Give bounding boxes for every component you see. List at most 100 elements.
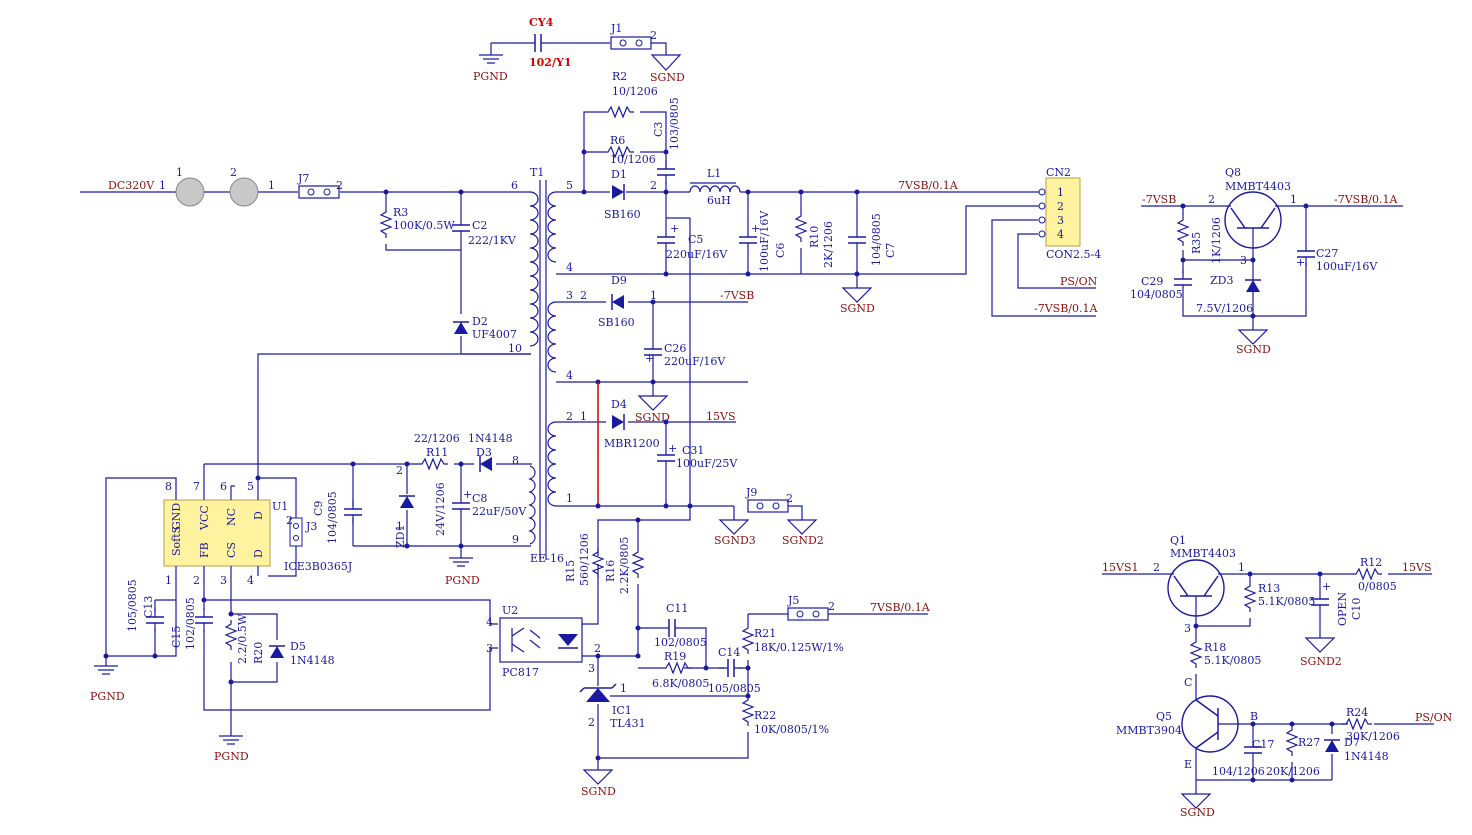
svg-text:SGND: SGND — [635, 411, 670, 424]
l1-inductor: L1 6uH — [689, 167, 741, 207]
r19-value: 6.8K/0805 — [652, 677, 709, 690]
ic1-ref: IC1 — [612, 704, 632, 717]
c5-capacitor: + C5 220uF/16V — [656, 192, 728, 274]
u1-ref: U1 — [272, 500, 288, 513]
c14-value: 105/0805 — [708, 682, 761, 695]
d2-ref: D2 — [472, 315, 488, 328]
cy4-y-capacitor: CY4 102/Y1 — [491, 16, 610, 69]
r2-ref: R2 — [612, 70, 627, 83]
c31-ref: C31 — [682, 444, 704, 457]
c27-ref: C27 — [1316, 247, 1338, 260]
15vs-net-label: 15VS — [706, 410, 735, 423]
u2-value: PC817 — [502, 666, 539, 679]
c17-value: 104/1206 — [1212, 765, 1265, 778]
c5-ref: C5 — [688, 233, 703, 246]
svg-text:D: D — [252, 549, 265, 558]
r27-value: 20K/1206 — [1266, 765, 1320, 778]
q1-value: MMBT4403 — [1170, 547, 1236, 560]
svg-text:3: 3 — [588, 662, 595, 675]
m7vsb-net-label: -7VSB — [720, 289, 754, 302]
svg-text:+: + — [670, 222, 679, 235]
svg-text:4: 4 — [566, 369, 573, 382]
svg-text:PGND: PGND — [214, 750, 249, 763]
d4-diode: D4 MBR1200 1 15VS — [556, 398, 736, 450]
cy4-value: 102/Y1 — [529, 56, 572, 69]
svg-text:1: 1 — [165, 574, 172, 587]
q5-ref: Q5 — [1156, 710, 1172, 723]
fuse-pad-2 — [229, 177, 259, 207]
d2-value: UF4007 — [472, 328, 517, 341]
u1-value: ICE3B0365J — [284, 560, 352, 573]
svg-text:2: 2 — [650, 29, 657, 42]
c31-capacitor: + C31 100uF/25V — [656, 422, 738, 506]
r24-ref: R24 — [1346, 706, 1368, 719]
svg-text:NC: NC — [225, 508, 238, 526]
r15-ref: R15 — [564, 560, 577, 582]
c8-value: 22uF/50V — [472, 505, 527, 518]
c10-value: OPEN — [1336, 592, 1349, 626]
d3-value: 1N4148 — [468, 432, 513, 445]
svg-text:PGND: PGND — [445, 574, 480, 587]
r10-resistor: R10 2K/1206 — [795, 192, 835, 274]
svg-text:1: 1 — [580, 410, 587, 423]
dc320v-input: DC320V 1 1 2 1 J7 2 6 — [80, 166, 530, 207]
d2-diode: D2 UF4007 10 — [452, 315, 531, 355]
c7-value: 104/0805 — [870, 213, 883, 266]
d4-value: MBR1200 — [604, 437, 660, 450]
svg-text:VCC: VCC — [198, 505, 211, 531]
c11-ref: C11 — [666, 602, 688, 615]
l1-value: 6uH — [707, 194, 731, 207]
r22-value: 10K/0805/1% — [754, 723, 829, 736]
svg-text:SGND: SGND — [581, 785, 616, 798]
svg-text:2: 2 — [588, 716, 595, 729]
r20-ref: R20 — [252, 642, 265, 664]
d7-ref: D7 — [1344, 736, 1360, 749]
svg-text:1: 1 — [159, 179, 166, 192]
u2-ref: U2 — [502, 604, 518, 617]
r16-value: 2.2K/0805 — [618, 537, 631, 594]
r3-resistor: R3 100K/0.5W — [380, 192, 461, 251]
svg-text:5: 5 — [247, 480, 254, 493]
svg-text:B: B — [1250, 710, 1258, 723]
d9-diode: D9 SB160 2 1 -7VSB — [556, 274, 754, 329]
snubber-r2-r6-c3: R2 10/1206 R6 10/1206 C3 103/0805 — [556, 70, 681, 195]
svg-text:SGND: SGND — [840, 302, 875, 315]
svg-text:2: 2 — [193, 574, 200, 587]
d1-value: SB160 — [604, 208, 641, 221]
comp-network: C11 102/0805 R19 6.8K/0805 C14 105/0805 — [638, 602, 761, 695]
ic1-value: TL431 — [610, 717, 646, 730]
d5-value: 1N4148 — [290, 654, 335, 667]
cn2-value: CON2.5-4 — [1046, 248, 1101, 261]
r22-ref: R22 — [754, 709, 776, 722]
r35-ref: R35 — [1190, 232, 1203, 254]
u2-optocoupler: 4 3 U2 PC817 2 — [486, 564, 638, 679]
svg-text:9: 9 — [512, 533, 519, 546]
cy4-ref: CY4 — [529, 16, 554, 29]
15vs-return — [556, 217, 734, 556]
q1-out-label: 15VS — [1402, 561, 1431, 574]
l1-ref: L1 — [707, 167, 721, 180]
d9-value: SB160 — [598, 316, 635, 329]
svg-text:3: 3 — [1057, 214, 1064, 227]
svg-text:1: 1 — [176, 166, 183, 179]
aux-supply: 22/1206 R11 1N4148 D3 2 1 ZD1 24V/1206 +… — [204, 432, 532, 587]
svg-text:E: E — [1184, 758, 1192, 771]
d4-ref: D4 — [611, 398, 627, 411]
r21-value: 18K/0.125W/1% — [754, 641, 844, 654]
zd1-value: 24V/1206 — [434, 482, 447, 536]
c27-value: 100uF/16V — [1316, 260, 1378, 273]
svg-text:2: 2 — [1208, 193, 1215, 206]
svg-text:6: 6 — [220, 480, 227, 493]
r16-ref: R16 — [604, 560, 617, 582]
q1-ref: Q1 — [1170, 534, 1186, 547]
svg-text:2: 2 — [336, 179, 343, 192]
c8-ref: C8 — [472, 492, 487, 505]
cn2-connector: 1 2 3 4 CN2 CON2.5-4 PS/ON -7VSB/0.1A — [991, 166, 1101, 317]
r15-value: 560/1206 — [578, 533, 591, 586]
zd3-ref: ZD3 — [1210, 274, 1233, 287]
svg-text:2: 2 — [1153, 561, 1160, 574]
svg-text:2: 2 — [650, 179, 657, 192]
7vsb-rail: 7VSB/0.1A — [663, 179, 1040, 195]
r18-ref: R18 — [1204, 641, 1226, 654]
c9-ref: C9 — [312, 501, 325, 516]
